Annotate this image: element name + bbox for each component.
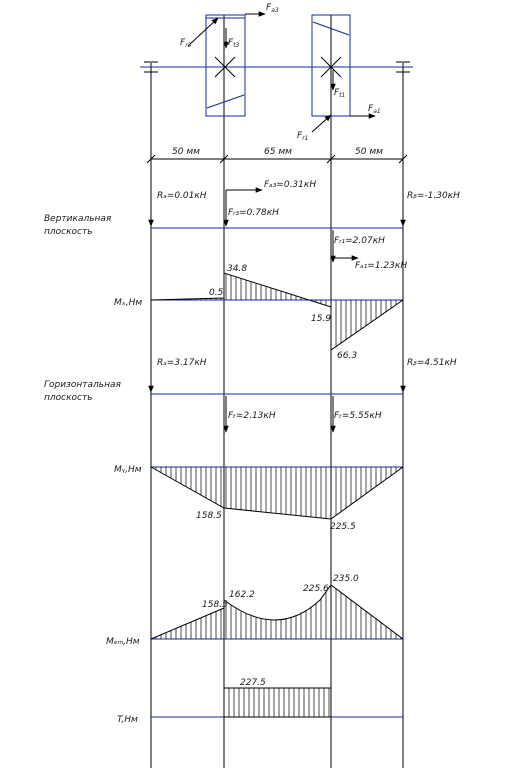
dim-mid: 65 мм bbox=[264, 147, 292, 157]
svg-text:Горизонтальная: Горизонтальная bbox=[44, 380, 121, 390]
vertical-plane: Вертикальная плоскость Rₐ=0.01кН Fₐ₃=0.3… bbox=[44, 180, 460, 271]
svg-text:225.6: 225.6 bbox=[303, 584, 329, 594]
svg-text:162.2: 162.2 bbox=[229, 590, 255, 600]
fr1-vertical: Fᵣ₁=2.07кН bbox=[334, 236, 385, 246]
svg-text:15.9: 15.9 bbox=[311, 314, 331, 324]
svg-text:плоскость: плоскость bbox=[44, 227, 93, 237]
svg-text:Fr3: Fr3 bbox=[180, 38, 192, 49]
svg-text:плоскость: плоскость bbox=[44, 393, 93, 403]
fa3-vertical: Fₐ₃=0.31кН bbox=[264, 180, 316, 190]
dimension-line: 50 мм 65 мм 50 мм bbox=[146, 147, 408, 164]
dim-right: 50 мм bbox=[355, 147, 383, 157]
svg-text:158.5: 158.5 bbox=[202, 600, 228, 610]
moment-sum-diagram: Mₑₘ,Нм 158.5 162.2 225.6 235.0 bbox=[106, 574, 404, 647]
svg-text:225.5: 225.5 bbox=[330, 522, 356, 532]
fr3-vertical: Fᵣ₃=0.78кН bbox=[228, 208, 279, 218]
svg-text:Мₓ,Нм: Мₓ,Нм bbox=[114, 298, 142, 308]
svg-text:Fa1: Fa1 bbox=[368, 104, 381, 115]
svg-text:Rₐ=3.17кН: Rₐ=3.17кН bbox=[157, 358, 207, 368]
svg-text:Вертикальная: Вертикальная bbox=[44, 214, 112, 224]
torque-diagram: T,Нм 227.5 bbox=[117, 678, 403, 725]
svg-text:Mᵧ,Нм: Mᵧ,Нм bbox=[114, 465, 142, 475]
svg-text:Ft3: Ft3 bbox=[228, 38, 240, 49]
svg-text:Fr1: Fr1 bbox=[297, 131, 308, 142]
dim-left: 50 мм bbox=[172, 147, 200, 157]
ra-vertical: Rₐ=0.01кН bbox=[157, 191, 207, 201]
svg-text:Fₜ=5.55кН: Fₜ=5.55кН bbox=[334, 411, 382, 421]
fa1-vertical: Fₐ₁=1.23кН bbox=[355, 261, 407, 271]
svg-text:Ft1: Ft1 bbox=[334, 88, 345, 99]
svg-text:0.5: 0.5 bbox=[209, 288, 224, 298]
svg-text:158.5: 158.5 bbox=[196, 511, 222, 521]
svg-text:34.8: 34.8 bbox=[227, 264, 247, 274]
svg-text:Fa3: Fa3 bbox=[266, 3, 279, 14]
horizontal-plane: Горизонтальная плоскость Rₐ=3.17кН Rᵦ=4.… bbox=[44, 352, 457, 433]
moment-x-diagram: Мₓ,Нм 0.5 34.8 15.9 66.3 bbox=[114, 264, 404, 361]
force-labels-top: Fr3 Ft3 Fa3 Ft1 Fa1 Fr1 bbox=[180, 3, 381, 142]
svg-text:235.0: 235.0 bbox=[333, 574, 359, 584]
rb-vertical: Rᵦ=-1.30кН bbox=[407, 191, 460, 201]
svg-text:66.3: 66.3 bbox=[337, 351, 357, 361]
section-lines bbox=[150, 15, 404, 768]
svg-text:Rᵦ=4.51кН: Rᵦ=4.51кН bbox=[407, 358, 457, 368]
svg-text:T,Нм: T,Нм bbox=[117, 715, 138, 725]
shaft-scheme bbox=[140, 11, 413, 133]
moment-y-diagram: Mᵧ,Нм 158.5 225.5 bbox=[114, 465, 404, 532]
svg-text:Mₑₘ,Нм: Mₑₘ,Нм bbox=[106, 637, 140, 647]
gear-left bbox=[205, 14, 246, 117]
svg-text:227.5: 227.5 bbox=[240, 678, 266, 688]
svg-text:Fₜ=2.13кН: Fₜ=2.13кН bbox=[228, 411, 276, 421]
